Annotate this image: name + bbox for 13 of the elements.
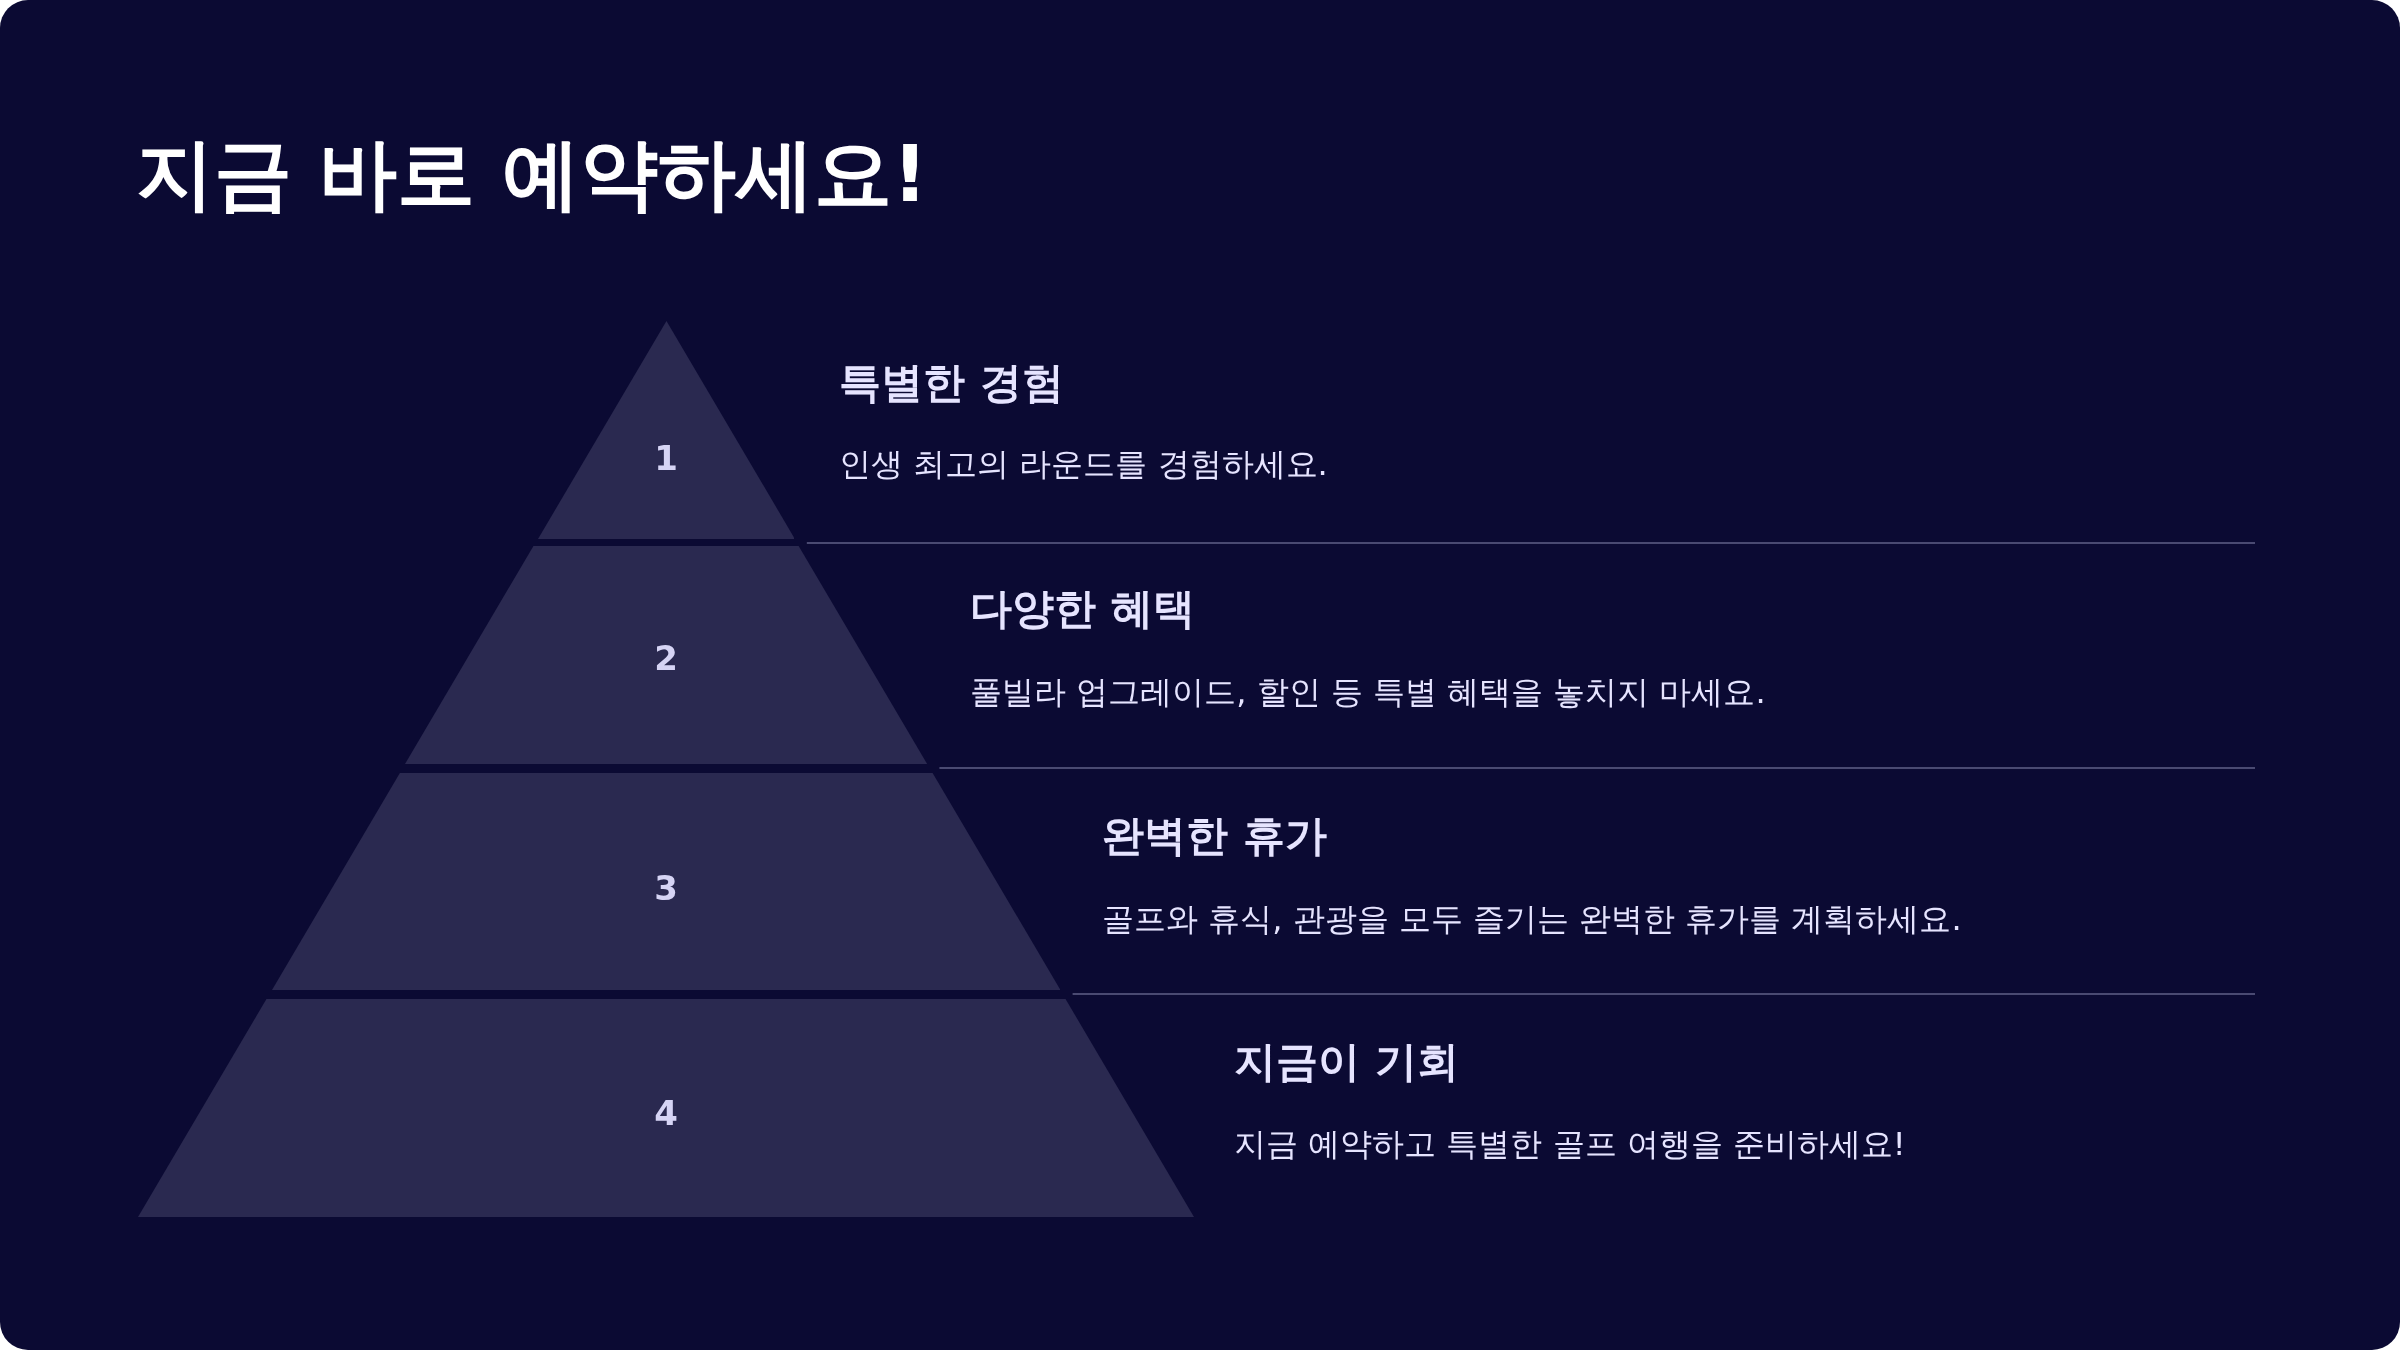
tier-description: 지금 예약하고 특별한 골프 여행을 준비하세요!: [1234, 1125, 1906, 1164]
tier-description: 풀빌라 업그레이드, 할인 등 특별 혜택을 놓치지 마세요.: [970, 673, 1766, 712]
tier-heading: 특별한 경험: [839, 358, 1064, 409]
tier-heading: 지금이 기회: [1234, 1037, 1459, 1088]
tier-heading: 다양한 혜택: [970, 584, 1195, 635]
tier-description: 골프와 휴식, 관광을 모두 즐기는 완벽한 휴가를 계획하세요.: [1102, 900, 1962, 939]
tier-number: 4: [654, 1096, 678, 1130]
title: 지금 바로 예약하세요!: [136, 128, 928, 221]
tier-number: 1: [654, 441, 678, 475]
tier-description: 인생 최고의 라운드를 경험하세요.: [839, 445, 1328, 484]
tier-number: 3: [654, 871, 678, 905]
tier-number: 2: [654, 641, 678, 675]
tier-heading: 완벽한 휴가: [1102, 811, 1327, 862]
